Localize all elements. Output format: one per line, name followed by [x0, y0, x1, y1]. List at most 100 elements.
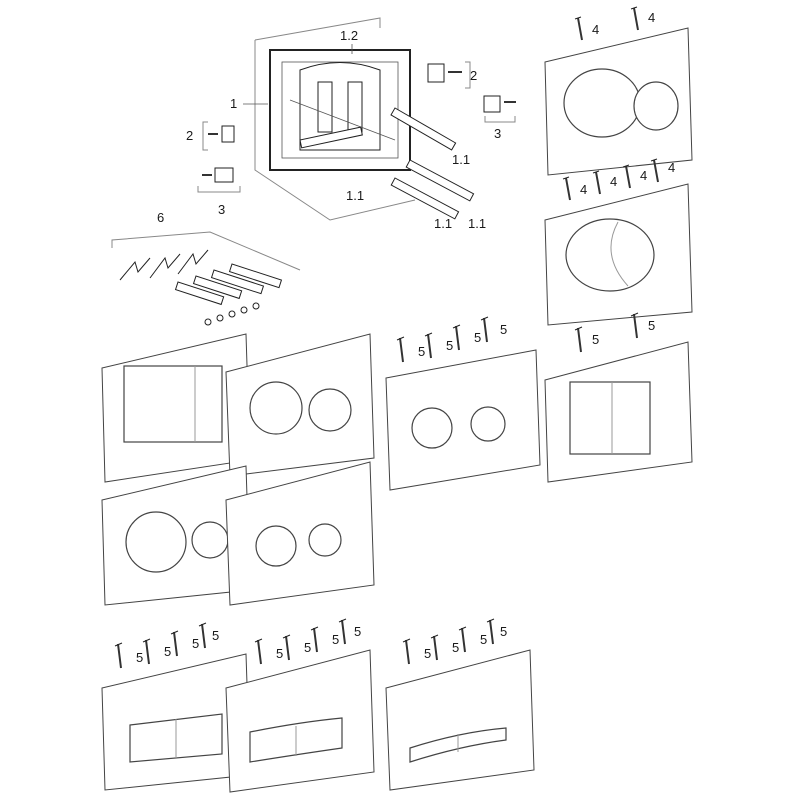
- washer-2: [216, 314, 224, 322]
- flush-plate-c: [385, 349, 541, 491]
- screw-4-a: [574, 16, 583, 41]
- bracket-2-left: [202, 121, 208, 151]
- label-2-right: 2: [470, 68, 477, 83]
- flush-button-right-c: [470, 406, 506, 442]
- flush-button-split-b: [610, 221, 629, 287]
- label-4-c: 4: [580, 182, 587, 197]
- frame-slot-left: [317, 81, 333, 133]
- label-5-k2: 5: [452, 640, 459, 655]
- flush-button-left-h: [255, 525, 297, 567]
- hardware-kit-6: 6: [111, 210, 301, 326]
- label-5-d1: 5: [592, 332, 599, 347]
- screw-5-k4: [486, 618, 495, 645]
- label-5-k4: 5: [500, 624, 507, 639]
- label-5-j2: 5: [304, 640, 311, 655]
- flush-button-oval-b: [565, 218, 655, 292]
- label-1-1-a: 1.1: [452, 152, 470, 167]
- threaded-rod-2: [299, 126, 363, 149]
- screw-5-k3: [458, 626, 467, 653]
- bracket-2-right: [465, 61, 471, 89]
- screw-5-k1: [402, 638, 411, 665]
- washer-3: [228, 310, 236, 318]
- threaded-rod-4: [390, 177, 460, 220]
- label-5-c3: 5: [474, 330, 481, 345]
- group-bracket-6: [111, 231, 301, 271]
- bolt-3: [210, 269, 265, 295]
- screw-5-j4: [338, 618, 347, 645]
- clip-2-right: [427, 63, 445, 83]
- label-1-1-d: 1.1: [468, 216, 486, 231]
- label-5-c4: 5: [500, 322, 507, 337]
- screw-5-c4: [480, 316, 489, 343]
- label-6: 6: [157, 210, 164, 225]
- label-4-e: 4: [640, 168, 647, 183]
- screw-5-d1: [574, 326, 583, 353]
- bolt-2: [192, 275, 243, 300]
- label-5-j3: 5: [332, 632, 339, 647]
- screw-5-i1: [114, 642, 123, 669]
- screw-5-i3: [170, 630, 179, 657]
- flush-button-square-e: [123, 365, 223, 443]
- bolt-4: [228, 263, 283, 289]
- screw-5-c3: [452, 324, 461, 351]
- label-5-j1: 5: [276, 646, 283, 661]
- label-3-left: 3: [218, 202, 225, 217]
- screw-5-i2: [142, 638, 151, 665]
- flush-button-small-a: [633, 81, 679, 131]
- group-bracket-frame: [254, 17, 416, 221]
- label-5-j4: 5: [354, 624, 361, 639]
- wall-anchor-2: [149, 253, 181, 279]
- label-1-1-c: 1.1: [434, 216, 452, 231]
- label-5-c1: 5: [418, 344, 425, 359]
- clip-3-left: [214, 167, 234, 183]
- label-2-left: 2: [186, 128, 193, 143]
- frame-assembly: 1 1.2 2 2 3 3 1.1 1.1 1.1 1.1: [186, 17, 516, 231]
- flush-button-large-a: [563, 68, 641, 138]
- flush-button-left-c: [411, 407, 453, 449]
- washer-4: [240, 306, 248, 314]
- flush-plate-group-i: 5 5 5 5 5 5 5 5 5 5 5 5: [101, 618, 535, 793]
- screw-4-e: [622, 164, 631, 189]
- label-5-i4: 5: [212, 628, 219, 643]
- threaded-rod-1: [390, 107, 457, 151]
- frame-outer: [269, 49, 411, 171]
- washer-5: [252, 302, 260, 310]
- screw-4-c: [562, 176, 571, 201]
- flush-button-square-d: [569, 381, 651, 455]
- label-5-k3: 5: [480, 632, 487, 647]
- label-5-i2: 5: [164, 644, 171, 659]
- screw-5-i4: [198, 622, 207, 649]
- label-4-b: 4: [648, 10, 655, 25]
- flush-plate-h: [225, 461, 375, 606]
- wall-anchor-1: [119, 257, 151, 281]
- flush-button-left-g: [125, 511, 187, 573]
- flush-plate-group-a: 4 4 4 4 4 4: [544, 6, 693, 326]
- screw-4-b: [630, 6, 639, 31]
- label-1: 1: [230, 96, 237, 111]
- washer-1: [204, 318, 212, 326]
- label-1-2: 1.2: [340, 28, 358, 43]
- frame-mount-plate: [299, 62, 381, 151]
- frame-inner: [281, 61, 399, 159]
- label-5-i1: 5: [136, 650, 143, 665]
- label-4-d: 4: [610, 174, 617, 189]
- label-4-a: 4: [592, 22, 599, 37]
- flush-plate-j: [225, 649, 375, 793]
- label-1-1-b: 1.1: [346, 188, 364, 203]
- screw-5-j3: [310, 626, 319, 653]
- flush-button-right-f: [308, 388, 352, 432]
- screw-5-c1: [396, 336, 405, 363]
- label-5-c2: 5: [446, 338, 453, 353]
- screw-5-k2: [430, 634, 439, 661]
- frame-brace: [289, 99, 396, 141]
- label-5-k1: 5: [424, 646, 431, 661]
- flush-button-right-g: [191, 521, 229, 559]
- flush-button-right-h: [308, 523, 342, 557]
- flush-plate-group-c: 5 5 5 5 5 5: [385, 312, 693, 491]
- flush-plate-group-e: [101, 333, 375, 606]
- label-4-f: 4: [668, 160, 675, 175]
- bracket-3-left: [197, 186, 241, 193]
- wall-anchor-3: [177, 249, 209, 275]
